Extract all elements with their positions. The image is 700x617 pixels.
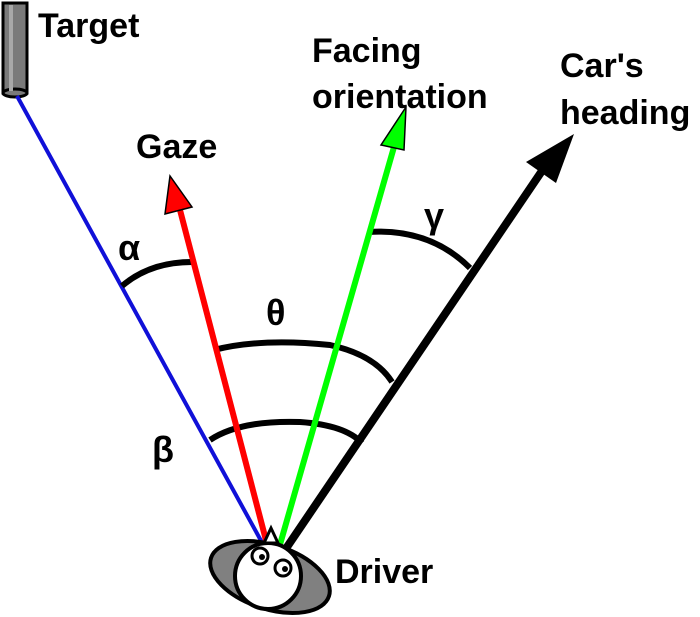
driver-head-icon [208,524,332,615]
gaze-arrow [164,174,271,549]
theta-arc [213,339,395,384]
target-line [15,95,267,549]
car-heading-arrow [281,134,574,553]
car-heading-label-line1: Car's [560,47,644,85]
gaze-label: Gaze [136,128,217,166]
beta-label: β [152,429,174,470]
gamma-arc [367,228,473,271]
beta-arc [208,418,365,446]
facing-label-line1: Facing [312,32,422,70]
theta-label: θ [266,292,285,333]
facing-label-line2: orientation [312,78,488,116]
target-label: Target [38,7,139,45]
driver-label: Driver [335,553,433,591]
alpha-label: α [118,227,140,268]
car-heading-label-line2: heading [560,94,690,132]
alpha-arc [120,259,193,289]
facing-orientation-arrow [276,104,407,549]
target-pole-icon [1,1,29,99]
gamma-label: γ [424,195,444,236]
